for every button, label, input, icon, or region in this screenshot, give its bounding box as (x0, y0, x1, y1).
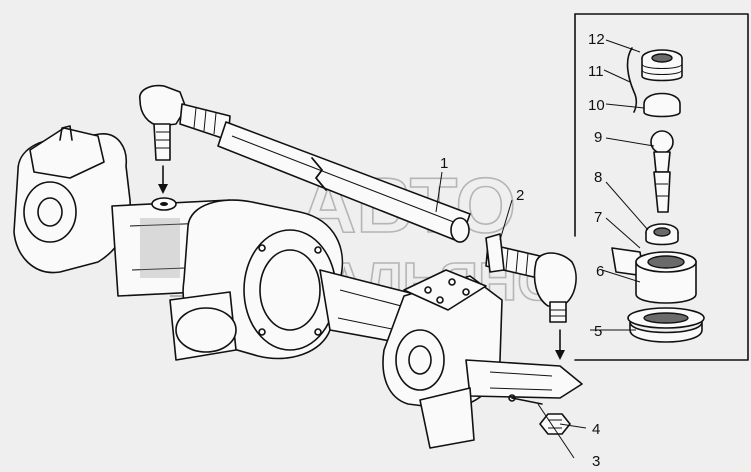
tie-rod-end-left-pin (153, 123, 171, 161)
callout-4: 4 (592, 421, 600, 438)
left-hub-bore (37, 197, 63, 227)
callout-6: 6 (596, 263, 604, 280)
callout-12: 12 (588, 31, 605, 48)
part-9-stem (653, 171, 671, 213)
tie-rod-end-right (485, 233, 577, 360)
castle-nut (539, 413, 571, 435)
tie-rod-tube-end (450, 217, 470, 243)
nut-and-cotter (508, 394, 571, 435)
part-5-bottom-cap (629, 321, 703, 343)
axle-housing (13, 125, 583, 449)
part-10-cap (643, 92, 681, 118)
parts-panel (574, 13, 749, 361)
part-9-ball (650, 130, 674, 154)
part-11-spring (626, 47, 638, 113)
tie-rod-end-left (139, 84, 187, 127)
callout-7: 7 (594, 209, 602, 226)
panel-bracket (574, 13, 749, 361)
callout-3: 3 (592, 453, 600, 470)
callout-9: 9 (594, 129, 602, 146)
cotter-pin (511, 397, 543, 405)
callout-8: 8 (594, 169, 602, 186)
right-top-plate (403, 269, 487, 311)
callout-5: 5 (594, 323, 602, 340)
callout-labels: 1 2 3 4 5 6 7 8 9 10 11 12 (440, 31, 605, 470)
callout-2: 2 (516, 187, 524, 204)
leader-lines (435, 39, 655, 459)
steering-arm (465, 359, 583, 399)
part-9-neck (653, 151, 671, 173)
callout-11: 11 (588, 63, 604, 80)
callout-10: 10 (588, 97, 605, 114)
tie-rod (139, 84, 471, 243)
tie-rod-end-right-pin (549, 301, 567, 323)
callout-1: 1 (440, 155, 448, 172)
housing-flange-inner (259, 249, 321, 331)
part-12-body (641, 58, 683, 82)
tie-rod-end-right-ball (533, 252, 577, 307)
